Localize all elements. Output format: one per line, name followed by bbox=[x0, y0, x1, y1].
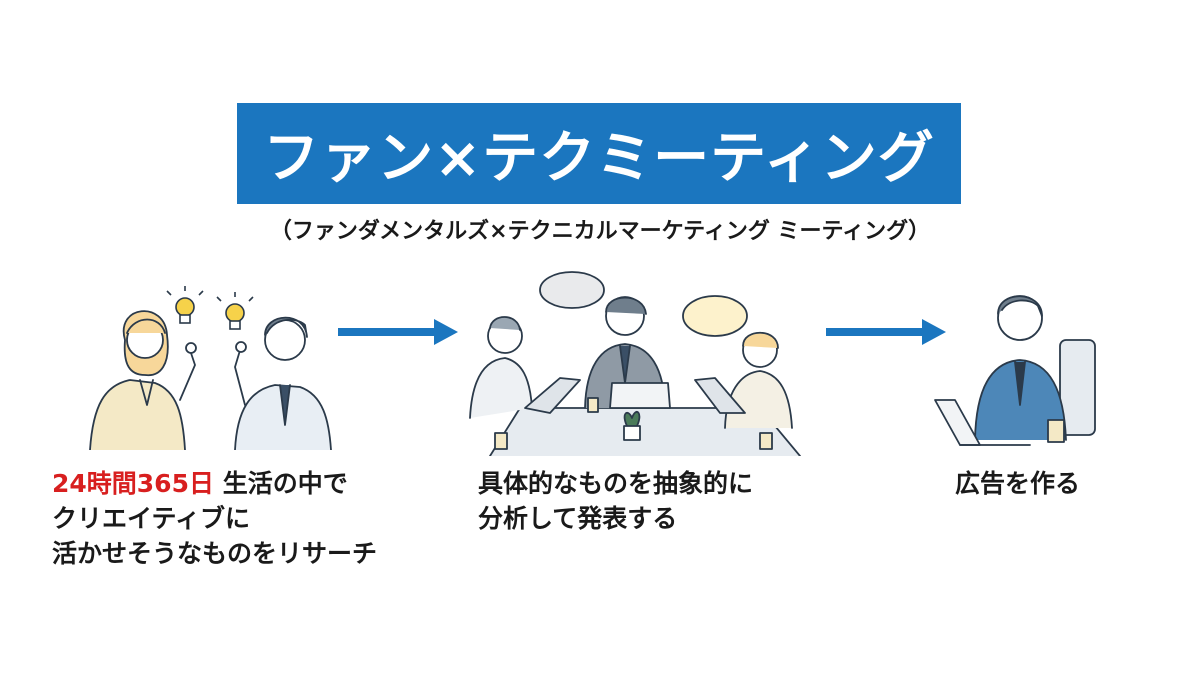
step-2-line1: 具体的なものを抽象的に bbox=[478, 469, 754, 498]
step-3-caption: 広告を作る bbox=[955, 466, 1080, 501]
coffee-cup-icon bbox=[1047, 419, 1065, 443]
lightbulb-icon bbox=[216, 292, 254, 330]
meeting-illustration bbox=[469, 271, 801, 456]
step-1-highlight: 24時間365日 bbox=[52, 469, 214, 498]
laptop-icon bbox=[934, 399, 1031, 446]
speech-bubble-icon bbox=[539, 271, 605, 309]
step-1-line2: クリエイティブに bbox=[52, 504, 251, 533]
page-title: ファン×テクミーティング bbox=[263, 126, 935, 191]
coffee-cup-icon bbox=[494, 432, 508, 450]
page-subtitle: （ファンダメンタルズ×テクニカルマーケティング ミーティング） bbox=[269, 219, 931, 244]
step-2-line2: 分析して発表する bbox=[478, 504, 678, 533]
coffee-cup-icon bbox=[587, 397, 599, 413]
step-1-line3: 活かせそうなものをリサーチ bbox=[52, 539, 378, 568]
title-banner: ファン×テクミーティング bbox=[237, 103, 961, 204]
flow-arrow-1 bbox=[338, 319, 458, 345]
plant-icon bbox=[623, 411, 641, 441]
research-illustration bbox=[89, 286, 332, 450]
step-1-caption: 24時間365日 生活の中で クリエイティブに 活かせそうなものをリサーチ bbox=[52, 466, 377, 571]
flow-arrow-2 bbox=[826, 319, 946, 345]
speech-bubble-icon bbox=[682, 295, 748, 337]
coffee-cup-icon bbox=[759, 432, 773, 450]
creating-ad-illustration bbox=[934, 295, 1096, 446]
step-3-line1: 広告を作る bbox=[955, 469, 1081, 498]
lightbulb-icon bbox=[166, 286, 204, 324]
laptop-icon bbox=[524, 377, 746, 414]
step-2-caption: 具体的なものを抽象的に 分析して発表する bbox=[478, 466, 753, 536]
step-1-line1: 生活の中で bbox=[213, 469, 348, 498]
